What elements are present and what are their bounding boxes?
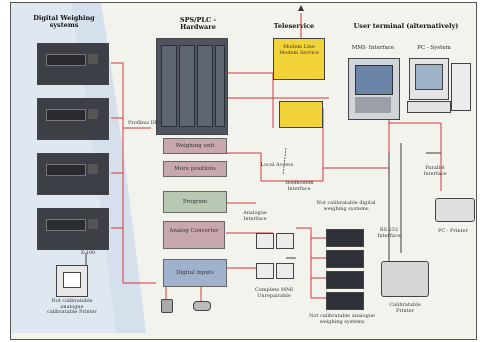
pc-system-label: PC - System bbox=[417, 45, 451, 51]
digital-unit-4 bbox=[326, 292, 364, 310]
pc-printer-label: PC - Printer bbox=[438, 228, 468, 234]
weighing-device-2 bbox=[37, 98, 109, 140]
teleservice-unit bbox=[279, 101, 323, 128]
complete-mmi-label: Complete MMI Unrepairable bbox=[254, 287, 294, 299]
weighing-device-3 bbox=[37, 153, 109, 195]
digital-inputs-block: Digital inputs bbox=[163, 259, 227, 287]
analog-module-3 bbox=[256, 263, 274, 279]
analogue-interface-label: Analogue Interface bbox=[243, 210, 267, 222]
not-calibratable-analogue-left-label: Not calibratable analogue calibratable P… bbox=[47, 298, 97, 315]
actuator-device bbox=[193, 301, 211, 311]
user-terminal-label: User terminal (alternatively) bbox=[353, 22, 459, 30]
analog-converter-block: Analog Converter bbox=[163, 221, 225, 249]
analog-module-1 bbox=[256, 233, 274, 249]
digital-unit-1 bbox=[326, 229, 364, 247]
rs232-interface-label: RS 232 Interface bbox=[377, 227, 401, 239]
telemodem-interface-label: Telemodem Interface bbox=[284, 180, 314, 192]
digital-unit-2 bbox=[326, 250, 364, 268]
teleservice-label: Teleservice bbox=[273, 22, 315, 30]
modem-text: Modem Line Modem Service bbox=[279, 44, 319, 56]
pc-printer bbox=[435, 198, 475, 222]
sps-plc-label: SPS/PLC - Hardware bbox=[179, 16, 217, 31]
wiring bbox=[85, 5, 442, 303]
pc-tower bbox=[451, 63, 471, 111]
parallel-interface-label: Parallel Interface bbox=[423, 165, 447, 177]
analog-module-4 bbox=[276, 263, 294, 279]
not-calibratable-digital-label: Not calibratable digital weighing system… bbox=[316, 200, 376, 212]
weighing-device-1 bbox=[37, 43, 109, 85]
mmi-interface-label: MMI- Interface bbox=[351, 45, 395, 51]
weighing-device-4 bbox=[37, 208, 109, 250]
program-block: Program bbox=[163, 191, 227, 213]
x-100-label: X-100 bbox=[80, 250, 96, 256]
profibus-label: Profibus DP bbox=[127, 120, 159, 126]
analog-unit-device bbox=[56, 265, 88, 297]
more-positions-block: More positions bbox=[163, 161, 227, 177]
mmi-terminal bbox=[348, 58, 400, 120]
analog-module-2 bbox=[276, 233, 294, 249]
calibratable-printer-device bbox=[381, 261, 429, 297]
digital-weighing-label: Digital Weighing systems bbox=[33, 14, 95, 29]
digital-unit-3 bbox=[326, 271, 364, 289]
pc-keyboard bbox=[407, 101, 451, 113]
local-access-label: Local Access bbox=[260, 162, 294, 168]
diagram-frame: Digital Weighing systems SPS/PLC - Hardw… bbox=[10, 2, 477, 340]
plc-hardware bbox=[156, 38, 228, 135]
pc-monitor bbox=[409, 58, 449, 100]
weighing-unit-block: Weighing unit bbox=[163, 138, 227, 154]
modem-device: Modem Line Modem Service bbox=[273, 38, 325, 80]
not-calibratable-analog-label: Not calibratable analogue weighing syste… bbox=[308, 313, 376, 325]
sensor-device bbox=[161, 299, 173, 313]
calibratable-printer-label: Calibratable Printer bbox=[389, 302, 421, 314]
